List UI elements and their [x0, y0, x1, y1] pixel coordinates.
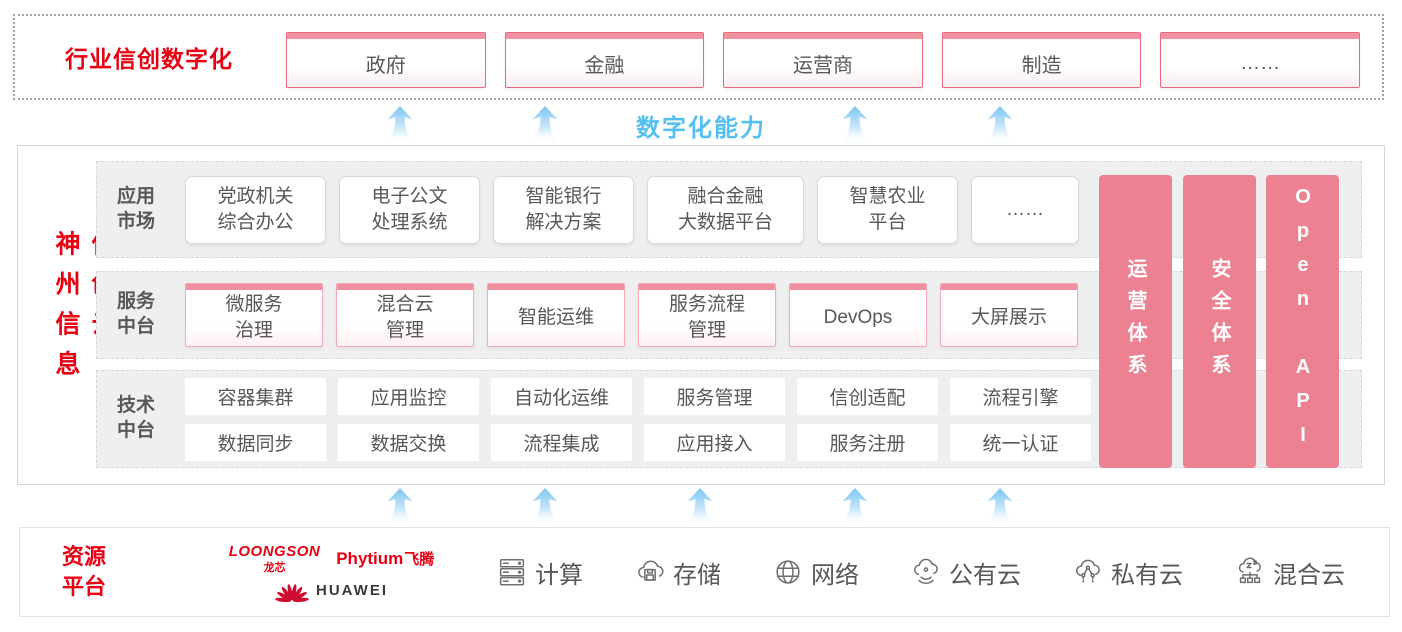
- resource-item-label: 计算: [535, 561, 583, 589]
- tech-box-unified-auth: 统一认证: [950, 423, 1091, 461]
- tech-box-service-registry: 服务注册: [797, 423, 938, 461]
- huawei-logo: HUAWEI: [275, 580, 388, 602]
- resource-item-label: 存储: [673, 561, 721, 589]
- service-box-hybrid-cloud-mgmt: 混合云 管理: [336, 283, 474, 347]
- industry-box-more: ……: [1160, 32, 1360, 88]
- loongson-logo-cn: 龙芯: [263, 561, 286, 574]
- sidebar-label: Open API: [1292, 185, 1314, 458]
- private-cloud-icon: [1076, 559, 1100, 583]
- digital-capability-label: 数字化能力: [636, 115, 766, 142]
- industry-box-label: ……: [1240, 51, 1281, 74]
- resource-item-hybrid-cloud: 混合云: [1233, 555, 1345, 590]
- phytium-logo-cn: 飞腾: [404, 551, 435, 568]
- sidebar-security-system: 安全体系: [1183, 175, 1256, 468]
- tech-box-grid: 容器集群 应用监控 自动化运维 服务管理 信创适配 流程引擎 数据同步 数据交换…: [185, 377, 1091, 461]
- service-platform-row-label: 服务 中台: [117, 291, 156, 337]
- industry-banner: 行业信创数字化 政府 金融 运营商 制造 ……: [13, 14, 1384, 100]
- industry-box-operator: 运营商: [723, 32, 923, 88]
- resource-item-label: 私有云: [1111, 561, 1183, 589]
- tech-box-service-mgmt: 服务管理: [644, 377, 785, 415]
- service-box-service-process-mgmt: 服务流程 管理: [638, 283, 776, 347]
- loongson-logo-text: LOONGSON: [228, 542, 321, 560]
- storage-icon: [638, 560, 664, 581]
- tech-box-xinchuang-adaptation: 信创适配: [797, 377, 938, 415]
- vendor-logos: LOONGSON 龙芯 Phytium 飞腾: [204, 543, 459, 602]
- network-icon: [776, 560, 800, 584]
- resource-item-label: 网络: [811, 561, 859, 589]
- tech-platform-row: 技术 中台 容器集群 应用监控 自动化运维 服务管理 信创适配 流程引擎 数据同…: [96, 370, 1362, 468]
- up-arrow-icon: [985, 488, 1015, 526]
- resource-item-label: 混合云: [1273, 561, 1345, 589]
- huawei-logo-text: HUAWEI: [316, 582, 388, 599]
- tech-box-process-integration: 流程集成: [491, 423, 632, 461]
- app-market-box-list: 党政机关 综合办公 电子公文 处理系统 智能银行 解决方案 融合金融 大数据平台…: [185, 175, 1079, 244]
- resource-item-private-cloud: 私有云: [1071, 555, 1183, 590]
- service-box-microservice-governance: 微服务 治理: [185, 283, 323, 347]
- resource-item-network: 网络: [771, 555, 859, 590]
- vendor-logos-row: LOONGSON 龙芯 Phytium 飞腾: [229, 543, 435, 575]
- resource-item-label: 公有云: [949, 561, 1021, 589]
- tech-box-data-exchange: 数据交换: [338, 423, 479, 461]
- public-cloud-icon: [914, 558, 938, 585]
- sidebar-operation-system: 运营体系: [1099, 175, 1172, 468]
- resource-item-compute: 计算: [495, 555, 583, 590]
- tech-box-app-access: 应用接入: [644, 423, 785, 461]
- loongson-logo: LOONGSON 龙芯: [229, 543, 321, 575]
- service-platform-row: 服务 中台 微服务 治理 混合云 管理 智能运维 服务流程 管理 DevOps …: [96, 271, 1362, 359]
- service-box-intelligent-ops: 智能运维: [487, 283, 625, 347]
- industry-box-label: 制造: [1021, 54, 1062, 77]
- app-box-more: ……: [971, 175, 1079, 244]
- sidebar-open-api: Open API: [1266, 175, 1339, 468]
- app-box-smart-agriculture: 智慧农业 平台: [817, 175, 958, 244]
- service-box-devops: DevOps: [789, 283, 927, 347]
- compute-icon: [499, 558, 525, 586]
- tech-box-data-sync: 数据同步: [185, 423, 326, 461]
- platform-panel: 神州信息信创云 应用 市场 党政机关 综合办公 电子公文 处理系统 智能银行 解…: [17, 145, 1385, 485]
- tech-box-app-monitoring: 应用监控: [338, 377, 479, 415]
- industry-box-finance: 金融: [504, 32, 705, 88]
- industry-box-manufacturing: 制造: [941, 32, 1142, 88]
- up-arrow-icon: [385, 488, 415, 526]
- app-box-finance-bigdata: 融合金融 大数据平台: [647, 175, 804, 244]
- tech-platform-row-label: 技术 中台: [117, 395, 156, 441]
- industry-box-label: 运营商: [792, 54, 853, 77]
- tech-box-container-cluster: 容器集群: [185, 377, 326, 415]
- app-box-party-gov-office: 党政机关 综合办公: [185, 175, 326, 244]
- up-arrow-icon: [530, 488, 560, 526]
- tech-box-process-engine: 流程引擎: [950, 377, 1091, 415]
- industry-banner-title: 行业信创数字化: [65, 46, 233, 72]
- tech-box-automated-ops: 自动化运维: [491, 377, 632, 415]
- resource-platform-label: 资源 平台: [62, 544, 107, 599]
- industry-box-label: 政府: [365, 54, 406, 77]
- huawei-flower-icon: [275, 583, 309, 602]
- service-box-big-screen: 大屏展示: [940, 283, 1078, 347]
- sidebar-label: 安全体系: [1208, 257, 1230, 386]
- service-box-list: 微服务 治理 混合云 管理 智能运维 服务流程 管理 DevOps 大屏展示: [185, 283, 1078, 347]
- up-arrow-icon: [840, 488, 870, 526]
- resource-item-public-cloud: 公有云: [909, 555, 1021, 590]
- app-market-row-label: 应用 市场: [117, 185, 156, 232]
- phytium-logo: Phytium 飞腾: [336, 548, 434, 569]
- industry-box-government: 政府: [286, 32, 486, 88]
- hybrid-cloud-icon: [1238, 557, 1261, 584]
- phytium-logo-text: Phytium: [336, 549, 404, 568]
- resource-item-storage: 存储: [633, 555, 721, 590]
- app-box-smart-banking: 智能银行 解决方案: [493, 175, 634, 244]
- app-market-row: 应用 市场 党政机关 综合办公 电子公文 处理系统 智能银行 解决方案 融合金融…: [96, 161, 1362, 258]
- industry-box-list: 政府 金融 运营商 制造 ……: [286, 32, 1360, 88]
- app-box-edoc-system: 电子公文 处理系统: [339, 175, 480, 244]
- resource-item-list: 计算 存储 网络: [495, 555, 1345, 590]
- resource-platform: 资源 平台 LOONGSON 龙芯 Phytium 飞腾: [19, 527, 1390, 617]
- industry-box-label: 金融: [584, 54, 625, 77]
- sidebar-label: 运营体系: [1124, 257, 1146, 386]
- up-arrow-icon: [685, 488, 715, 526]
